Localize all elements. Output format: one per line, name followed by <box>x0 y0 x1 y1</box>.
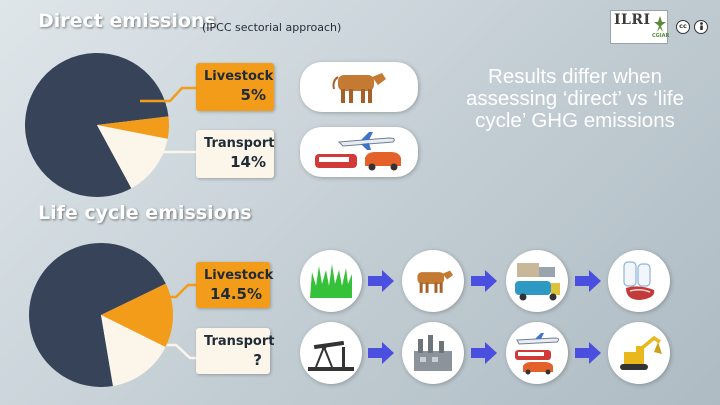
lifecycle-pie-rest <box>29 243 166 388</box>
vehicles-icon <box>515 333 560 375</box>
direct-pie-transport <box>97 125 168 189</box>
creative-commons-icon: cc <box>676 20 690 34</box>
lifecycle-transport-label: Transport ? <box>196 328 275 374</box>
direct-emissions-title: Direct emissions <box>38 10 216 32</box>
cgiar-leaf-icon <box>654 16 666 32</box>
arrow-icon <box>575 342 601 364</box>
livestock-chain-arrows <box>368 270 601 292</box>
excavator-icon <box>620 335 662 370</box>
person-icon <box>699 22 703 30</box>
lifecycle-pie-chart <box>29 243 173 388</box>
train-icon <box>315 154 357 168</box>
cow-icon <box>332 73 386 103</box>
lifecycle-transport-name: Transport <box>204 334 275 349</box>
transport-chain-step-3 <box>506 322 568 384</box>
direct-pie-chart <box>24 53 169 198</box>
oil-pump-icon <box>308 340 354 371</box>
arrow-icon <box>471 270 497 292</box>
livestock-chain-step-3 <box>506 250 568 312</box>
transport-chain-arrows <box>368 342 601 364</box>
transport-icons <box>315 132 401 171</box>
direct-livestock-icon-pill <box>300 62 418 112</box>
livestock-chain-step-1 <box>300 250 362 312</box>
lifecycle-transport-value: ? <box>253 351 262 369</box>
lifecycle-livestock-name: Livestock <box>204 268 274 283</box>
direct-livestock-value: 5% <box>240 86 266 104</box>
arrow-icon <box>575 270 601 292</box>
direct-transport-label: Transport 14% <box>196 130 274 178</box>
direct-transport-value: 14% <box>230 153 266 171</box>
transport-chain-step-2 <box>402 322 464 384</box>
milk-meat-icon <box>623 261 655 300</box>
cgiar-logo-text: CGIAR <box>652 33 670 39</box>
lifecycle-livestock-label: Livestock 14.5% <box>196 262 274 308</box>
grass-icon <box>310 264 352 298</box>
airplane-icon <box>337 132 395 150</box>
attribution-icon <box>694 20 708 34</box>
livestock-chain-step-2 <box>402 250 464 312</box>
direct-livestock-label: Livestock 5% <box>196 63 274 111</box>
transport-chain-step-1 <box>300 322 362 384</box>
lifecycle-pie-livestock <box>101 283 173 348</box>
cow-icon <box>417 270 454 293</box>
direct-livestock-connector <box>140 86 196 103</box>
transport-chain-step-4 <box>608 322 670 384</box>
lifecycle-emissions-title: Life cycle emissions <box>38 202 252 224</box>
arrow-icon <box>471 342 497 364</box>
arrow-icon <box>368 342 394 364</box>
ilri-logo-text: ILRI <box>614 12 651 28</box>
ilri-cgiar-logo: ILRI CGIAR <box>610 10 670 44</box>
lifecycle-pie-transport <box>101 315 166 386</box>
direct-pie-rest <box>24 53 169 198</box>
arrow-icon <box>368 270 394 292</box>
car-icon <box>365 152 401 171</box>
direct-livestock-name: Livestock <box>204 69 274 84</box>
refinery-icon <box>414 335 452 371</box>
direct-emissions-subtitle: (IPCC sectorial approach) <box>202 21 342 34</box>
livestock-chain-step-4 <box>608 250 670 312</box>
lifecycle-livestock-value: 14.5% <box>209 285 262 303</box>
direct-pie-livestock <box>97 116 169 139</box>
direct-transport-icon-pill <box>300 127 418 177</box>
direct-transport-name: Transport <box>204 136 275 151</box>
factory-truck-icon <box>515 263 560 301</box>
tagline-text: Results differ when assessing ‘direct’ v… <box>466 65 684 132</box>
